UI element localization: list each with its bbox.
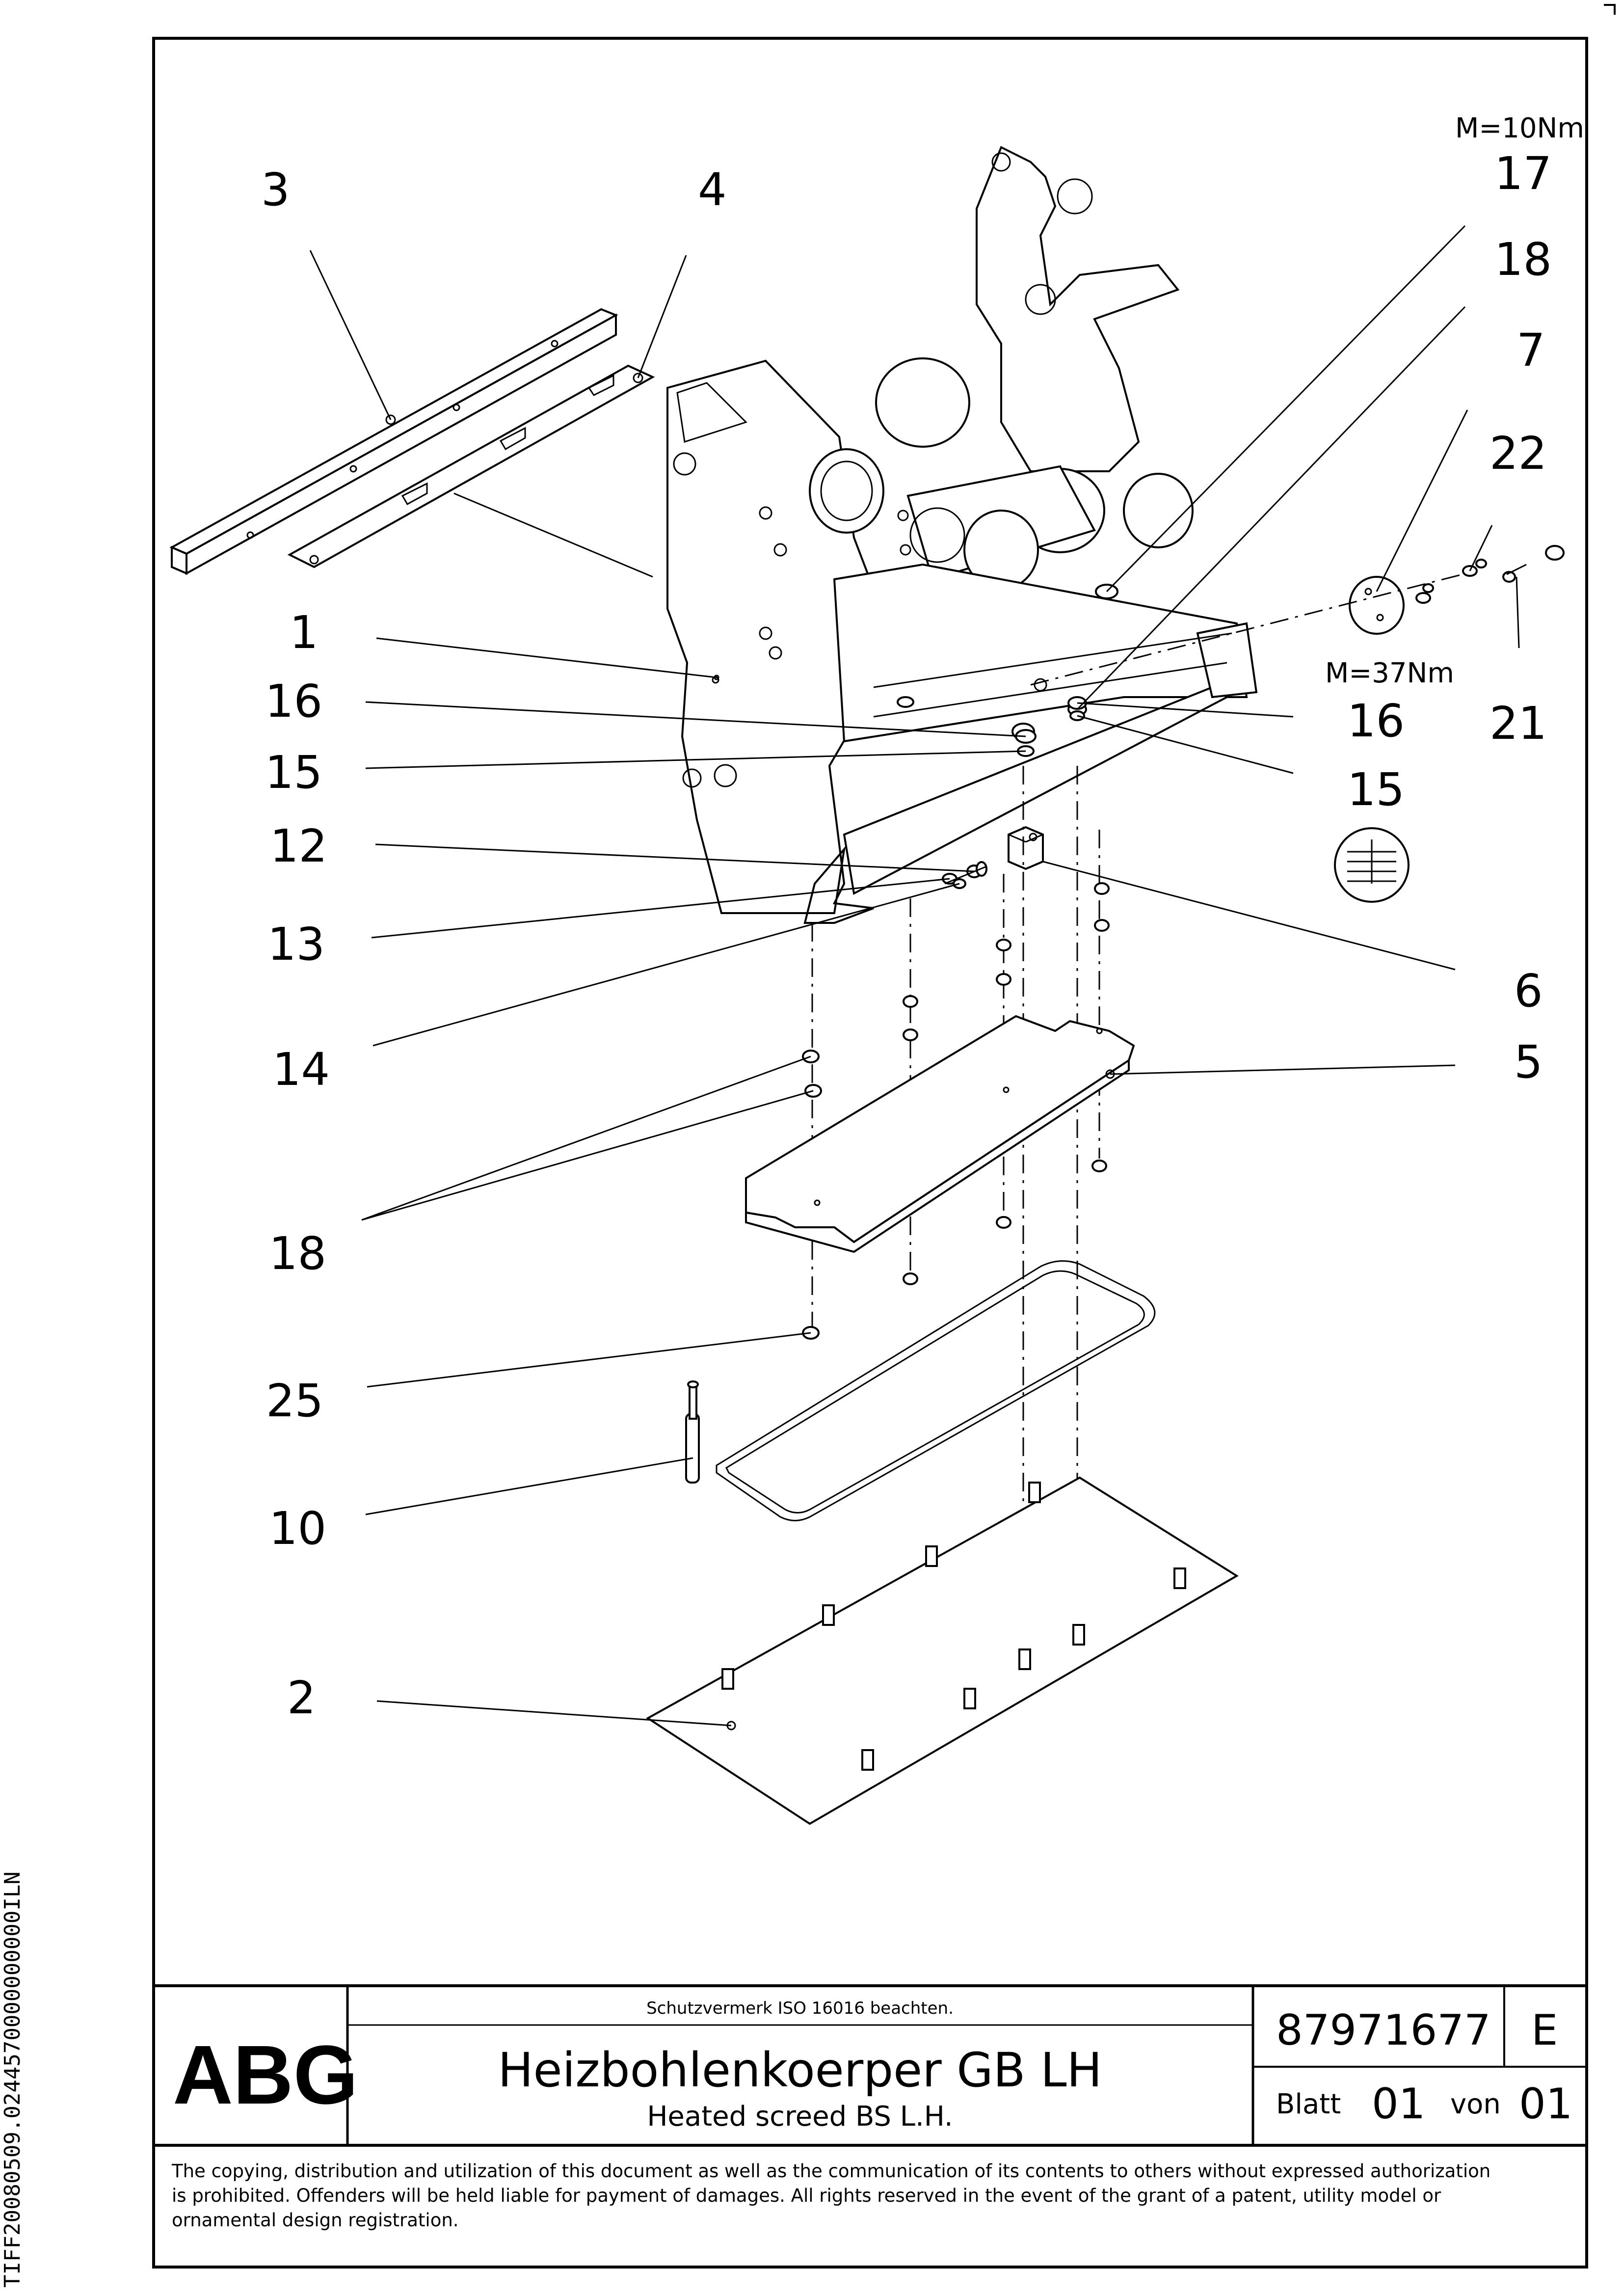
part-10-pin [685,1380,700,1484]
callout-13: 13 [267,918,325,971]
of-label: von [1450,2088,1501,2120]
title-english: Heated screed BS L.H. [647,2101,953,2133]
callout-5: 5 [1514,1036,1543,1088]
callout-22: 22 [1490,427,1547,480]
company-logo: ABG [173,2028,358,2122]
callout-18-left: 18 [269,1227,326,1280]
title-german: Heizbohlenkoerper GB LH [498,2043,1102,2098]
part-1-main-frame [666,146,1258,924]
callout-7: 7 [1517,324,1545,377]
axis-nuts [802,882,1110,1340]
part-7-round-cover [1349,576,1405,635]
leader-lines [309,225,1520,1727]
title-block: ABG Schutzvermerk ISO 16016 beachten. He… [154,1984,1587,2231]
part-2-base-plate [646,1476,1239,1825]
callout-2: 2 [287,1672,316,1724]
torque-note-mid: M=37Nm [1325,657,1454,689]
protection-note: Schutzvermerk ISO 16016 beachten. [646,1999,954,2018]
corner-mark [1604,4,1616,15]
callout-4: 4 [698,163,727,216]
sheet-label: Blatt [1276,2088,1341,2120]
copyright-notice-line-2: is prohibited. Offenders will be held li… [172,2185,1441,2206]
torque-note-top: M=10Nm [1455,112,1584,144]
callout-10: 10 [269,1502,326,1555]
side-document-code: TIFF20080509.0244570000000000ILN [0,1871,25,2288]
callout-18-right: 18 [1494,233,1552,286]
callout-21: 21 [1490,697,1547,750]
parts-12-13-14-fittings [942,861,987,889]
part-5-cover-plate [745,1015,1135,1253]
callouts: 3 4 1 16 15 12 13 14 18 25 10 2 M=10Nm 1… [261,112,1584,1724]
sheet-number: 01 [1372,2080,1425,2129]
thread-detail-symbol [1334,827,1410,903]
callout-16-left: 16 [265,675,322,728]
callout-15-right: 15 [1347,763,1405,816]
callout-25: 25 [266,1375,323,1427]
sheet-total: 01 [1519,2080,1572,2129]
callout-3: 3 [261,163,290,216]
part-25-heating-element [716,1260,1156,1521]
callout-6: 6 [1514,965,1543,1017]
callout-15-left: 15 [265,746,322,799]
callout-14: 14 [272,1043,330,1096]
callout-12: 12 [270,820,327,872]
callout-1: 1 [290,606,319,659]
callout-17: 17 [1494,147,1552,200]
part-3-angle-rail [169,308,618,575]
revision: E [1531,2006,1558,2055]
document-number: 87971677 [1276,2006,1491,2055]
parts-21-22-fasteners [1415,545,1565,604]
copyright-notice-line-3: ornamental design registration. [172,2210,459,2231]
part-4-flat-plate [287,364,655,568]
drawing-frame [152,37,1588,2269]
callout-16-right: 16 [1347,695,1405,747]
copyright-notice-line-1: The copying, distribution and utilizatio… [171,2161,1490,2182]
base-studs [721,1482,1186,1771]
part-6-block [1008,826,1044,870]
